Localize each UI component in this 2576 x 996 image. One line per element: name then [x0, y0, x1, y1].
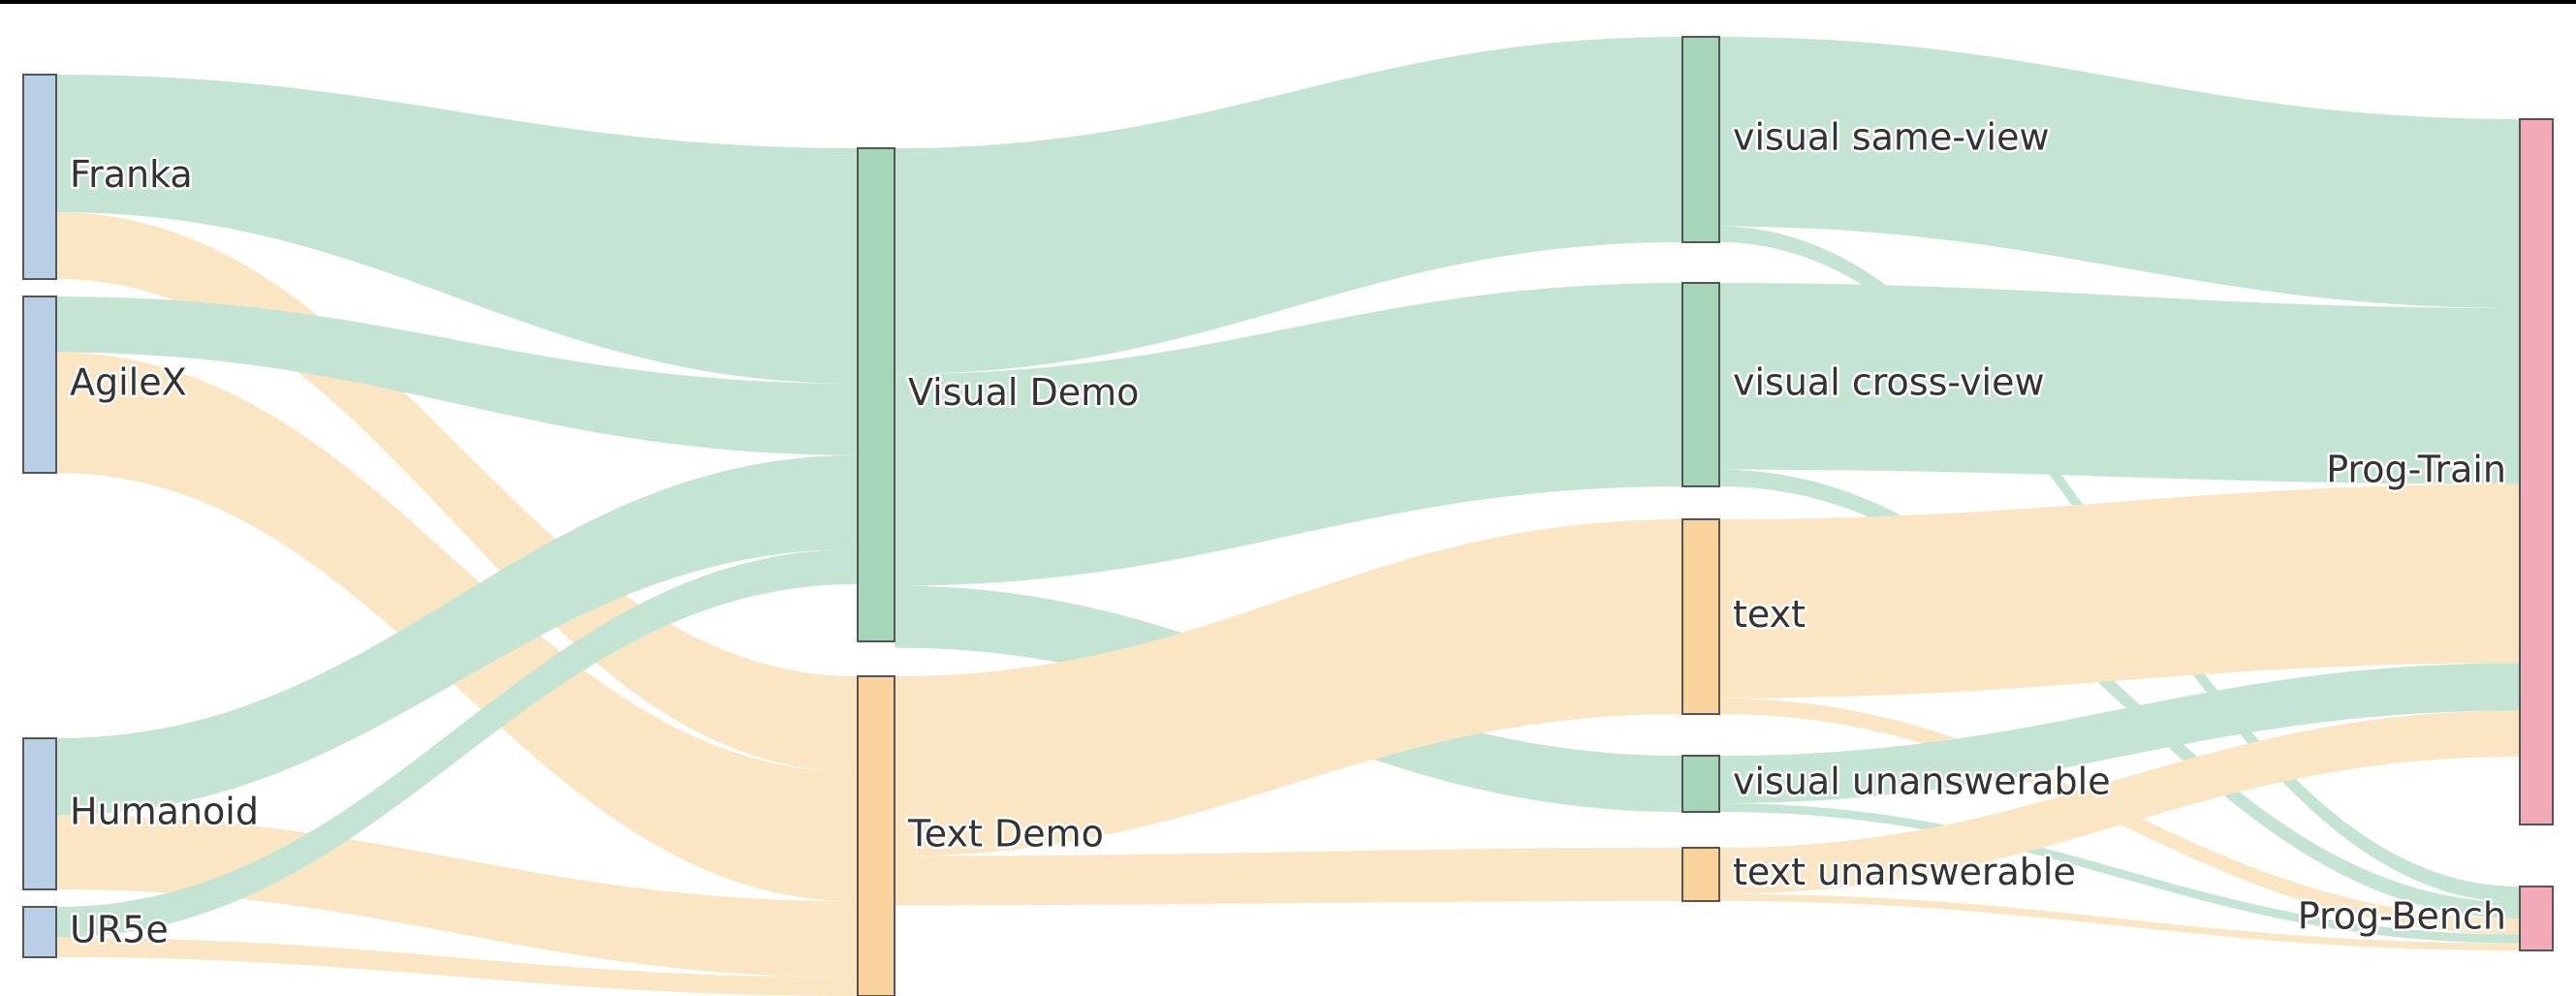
sankey-link-visual_unanswerable-to-prog_bench[interactable] — [1719, 803, 2520, 944]
sankey-link-ur5e-to-text_demo[interactable] — [56, 937, 858, 996]
sankey-link-visual_unanswerable-to-prog_train[interactable] — [1719, 663, 2520, 804]
sankey-node-label-visual_cross_view: visual cross-view — [1733, 361, 2045, 404]
sankey-node-label-franka: Franka — [70, 153, 193, 196]
sankey-node-label-visual_same_view: visual same-view — [1733, 116, 2050, 159]
sankey-link-visual_demo-to-visual_same_view[interactable] — [895, 37, 1682, 375]
sankey-node-visual_cross_view[interactable] — [1681, 282, 1720, 487]
sankey-node-label-visual_unanswerable: visual unanswerable — [1733, 761, 2111, 803]
sankey-link-text_unanswerable-to-prog_bench[interactable] — [1719, 893, 2520, 950]
sankey-link-text-to-prog_train[interactable] — [1719, 483, 2520, 699]
sankey-node-label-ur5e: UR5e — [70, 909, 169, 951]
sankey-node-franka[interactable] — [22, 74, 57, 280]
sankey-link-humanoid-to-text_demo[interactable] — [56, 815, 858, 978]
sankey-link-franka-to-visual_demo[interactable] — [56, 75, 858, 385]
sankey-link-text_unanswerable-to-prog_train[interactable] — [1719, 710, 2520, 894]
sankey-node-prog_train[interactable] — [2519, 118, 2554, 825]
sankey-links-layer — [56, 37, 2520, 996]
sankey-node-label-prog_bench: Prog-Bench — [2298, 895, 2506, 938]
sankey-node-ur5e[interactable] — [22, 906, 57, 958]
sankey-link-humanoid-to-visual_demo[interactable] — [56, 454, 858, 816]
sankey-node-prog_bench[interactable] — [2519, 886, 2554, 951]
sankey-node-text[interactable] — [1681, 518, 1720, 715]
sankey-node-label-text_unanswerable: text unanswerable — [1733, 851, 2076, 893]
sankey-link-visual_same_view-to-prog_train[interactable] — [1719, 37, 2520, 309]
sankey-node-visual_same_view[interactable] — [1681, 36, 1720, 243]
sankey-link-agilex-to-visual_demo[interactable] — [56, 296, 858, 455]
sankey-nodes-layer — [22, 36, 2554, 996]
sankey-node-label-humanoid: Humanoid — [70, 791, 259, 833]
sankey-link-text_demo-to-text_unanswerable[interactable] — [895, 848, 1682, 906]
sankey-node-label-visual_demo: Visual Demo — [908, 371, 1139, 414]
sankey-link-visual_demo-to-visual_cross_view[interactable] — [895, 283, 1682, 586]
sankey-node-label-text: text — [1733, 593, 1806, 636]
sankey-node-visual_unanswerable[interactable] — [1681, 755, 1720, 813]
sankey-node-text_demo[interactable] — [857, 675, 895, 996]
sankey-node-text_unanswerable[interactable] — [1681, 847, 1720, 902]
sankey-link-franka-to-text_demo[interactable] — [56, 211, 858, 773]
sankey-node-visual_demo[interactable] — [857, 147, 895, 642]
sankey-link-visual_cross_view-to-prog_train[interactable] — [1719, 283, 2520, 484]
sankey-link-ur5e-to-visual_demo[interactable] — [56, 548, 858, 938]
sankey-node-label-text_demo: Text Demo — [907, 813, 1104, 856]
sankey-node-label-prog_train: Prog-Train — [2326, 449, 2506, 491]
sankey-link-text_demo-to-text[interactable] — [895, 519, 1682, 856]
sankey-link-visual_cross_view-to-prog_bench[interactable] — [1719, 469, 2520, 918]
sankey-node-label-agilex: AgileX — [70, 361, 187, 404]
sankey-node-humanoid[interactable] — [22, 737, 57, 890]
top-border-rule — [0, 0, 2576, 4]
sankey-node-agilex[interactable] — [22, 296, 57, 474]
